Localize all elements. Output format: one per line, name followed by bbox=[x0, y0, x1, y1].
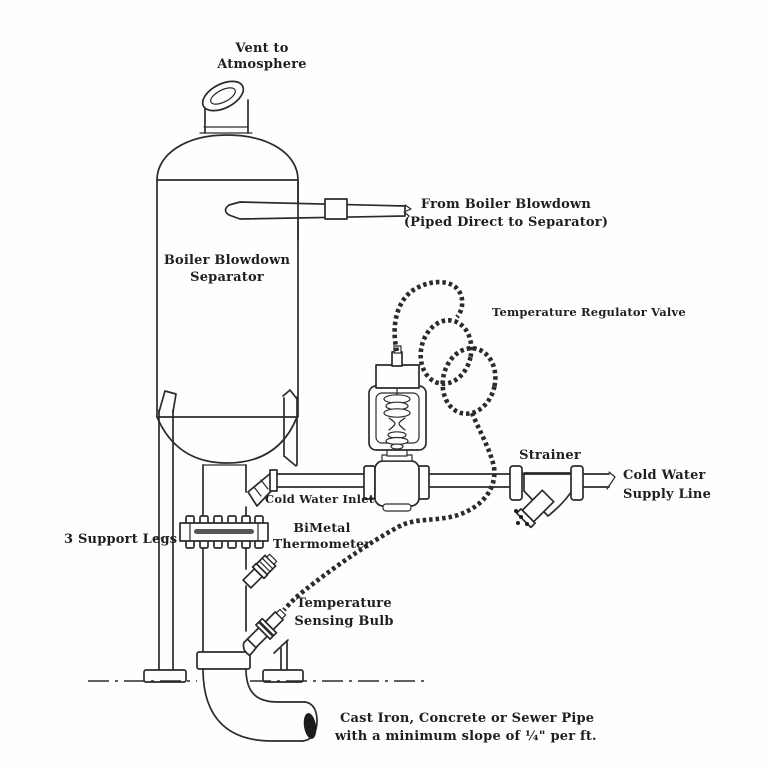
capillary-loop-1 bbox=[418, 317, 474, 387]
labels: Vent to Atmosphere From Boiler Blowdown … bbox=[64, 41, 711, 744]
inlet-pipe-body bbox=[224, 201, 406, 220]
actuator-stem bbox=[391, 351, 403, 367]
capillary-riser bbox=[392, 279, 465, 352]
vent-opening-bore bbox=[210, 87, 236, 105]
bulb-tip bbox=[275, 608, 287, 620]
label-sensing-bulb-line2: Sensing Bulb bbox=[294, 614, 393, 629]
rear-leg-cap bbox=[273, 639, 289, 654]
label-drain-note-line2: with a minimum slope of ¼" per ft. bbox=[334, 729, 597, 744]
separator-vessel bbox=[156, 134, 299, 464]
label-support-legs: 3 Support Legs bbox=[64, 532, 177, 547]
strainer bbox=[509, 465, 584, 529]
label-cold-water-supply-line1: Cold Water bbox=[623, 468, 706, 483]
label-regulator-valve: Temperature Regulator Valve bbox=[492, 305, 686, 319]
label-vent-line1: Vent to bbox=[234, 41, 288, 56]
label-from-blowdown-line1: From Boiler Blowdown bbox=[421, 197, 592, 212]
label-cold-water-supply-line2: Supply Line bbox=[623, 487, 711, 502]
valve-bottom-cap bbox=[382, 503, 412, 512]
capillary-loop-2 bbox=[440, 345, 498, 417]
blowdown-inlet-pipe bbox=[224, 181, 412, 241]
label-from-blowdown-line2: (Piped Direct to Separator) bbox=[404, 215, 608, 230]
label-sensing-bulb-line1: Temperature bbox=[296, 596, 392, 611]
label-separator-line1: Boiler Blowdown bbox=[164, 253, 291, 268]
vessel-bottom-dome bbox=[156, 416, 298, 464]
left-leg-foot bbox=[143, 669, 187, 683]
elbow-outer bbox=[202, 668, 304, 742]
label-strainer: Strainer bbox=[519, 448, 581, 463]
label-bimetal-line2: Thermometer bbox=[273, 536, 371, 551]
pipe-end-opening bbox=[303, 713, 317, 739]
label-bimetal-line1: BiMetal bbox=[293, 520, 350, 535]
flange-coupling bbox=[179, 515, 269, 549]
support-legs bbox=[143, 389, 304, 683]
label-vent-line2: Atmosphere bbox=[216, 57, 307, 72]
valve-body bbox=[374, 460, 420, 507]
floor-hub-collar bbox=[196, 651, 251, 670]
inlet-pipe-coupling bbox=[324, 198, 348, 220]
sewer-pipe-elbow bbox=[202, 668, 318, 742]
right-leg-cut bbox=[283, 455, 297, 467]
pipe-open-end bbox=[302, 701, 318, 742]
label-cold-water-inlet: Cold Water Inlet bbox=[265, 492, 375, 506]
left-leg-top bbox=[158, 390, 177, 413]
thermometer-cap bbox=[266, 553, 278, 565]
strainer-cap bbox=[515, 508, 536, 529]
inlet-elbow-coupling bbox=[269, 469, 278, 492]
strainer-left-flange bbox=[509, 465, 523, 501]
flange-gasket-shadow bbox=[194, 529, 254, 534]
rear-leg-foot bbox=[262, 669, 304, 683]
inlet-pipe-break bbox=[403, 204, 412, 217]
vent-pipe bbox=[199, 80, 253, 134]
elbow-inner bbox=[245, 668, 306, 703]
capillary-tube bbox=[282, 279, 498, 612]
drain-pipe bbox=[179, 464, 269, 670]
right-leg-top bbox=[282, 389, 298, 400]
cold-water-pipe bbox=[247, 469, 616, 507]
temperature-sensing-bulb bbox=[242, 608, 287, 657]
bulb-flange-a bbox=[255, 621, 274, 640]
label-drain-note-line1: Cast Iron, Concrete or Sewer Pipe bbox=[340, 711, 594, 726]
vessel-top-dome bbox=[156, 134, 299, 181]
label-separator-line2: Separator bbox=[190, 270, 264, 285]
cold-water-inlet-elbow bbox=[247, 469, 278, 507]
actuator-top-housing bbox=[375, 364, 420, 389]
strainer-right-flange bbox=[570, 465, 584, 501]
temperature-regulator-valve bbox=[363, 345, 430, 512]
supply-line-break bbox=[606, 471, 616, 490]
bimetal-thermometer bbox=[242, 553, 278, 589]
